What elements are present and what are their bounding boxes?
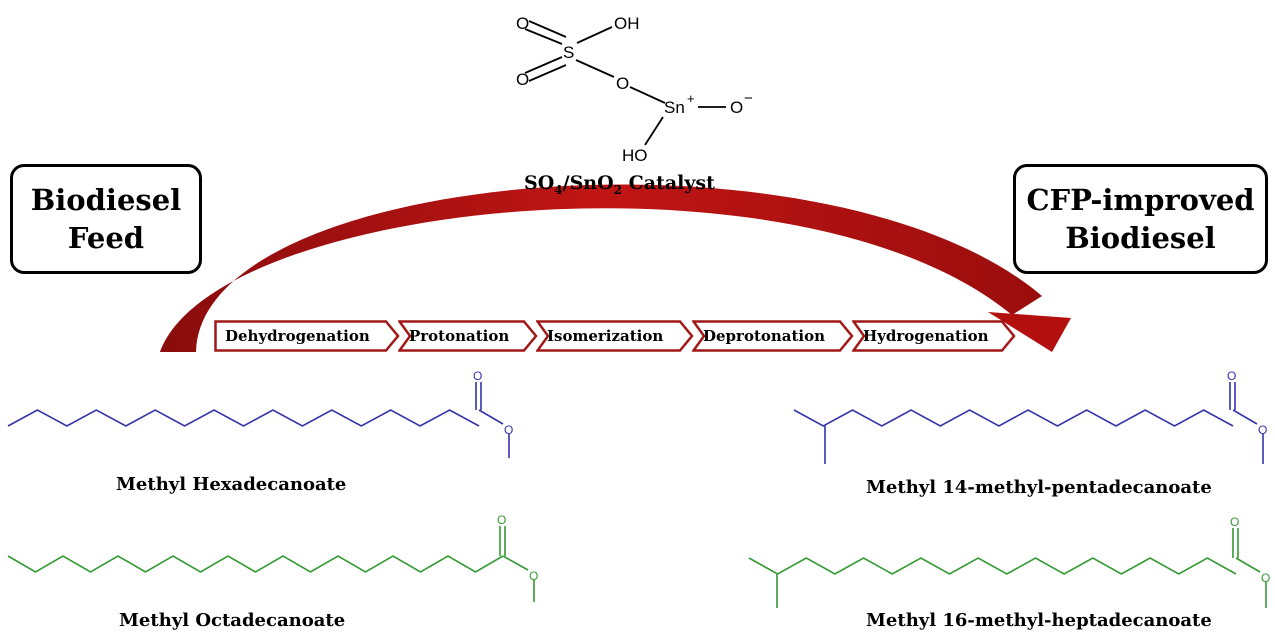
arrow-head xyxy=(988,312,1071,352)
atom-o-left: O xyxy=(516,70,529,89)
step-label: Dehydrogenation xyxy=(225,327,370,345)
step-label: Deprotonation xyxy=(703,327,826,345)
atom-o: O xyxy=(504,423,513,437)
step-deprotonation: Deprotonation xyxy=(692,320,854,352)
cfp-improved-biodiesel-box: CFP-improved Biodiesel xyxy=(1013,164,1268,274)
atom-o-bridge: O xyxy=(616,74,629,93)
molecule-methyl-octadecanoate: O O xyxy=(7,513,538,602)
arrow-body xyxy=(160,184,1042,352)
atom-o: O xyxy=(529,569,538,583)
atom-o: O xyxy=(1230,515,1239,529)
atom-o: O xyxy=(1227,369,1236,383)
atom-o-charge: − xyxy=(744,90,753,107)
catalyst-structure: O OH S O O Sn + O − HO xyxy=(516,14,753,165)
atom-ho: HO xyxy=(622,146,648,165)
label-methyl-16-methyl-heptadecanoate: Methyl 16-methyl-heptadecanoate xyxy=(866,610,1212,631)
label-methyl-14-methyl-pentadecanoate: Methyl 14-methyl-pentadecanoate xyxy=(866,477,1212,498)
atom-oh-top: OH xyxy=(614,14,640,33)
step-label: Hydrogenation xyxy=(863,327,989,345)
atom-sn-charge: + xyxy=(687,91,695,106)
atom-o: O xyxy=(1258,423,1267,437)
step-label: Isomerization xyxy=(547,327,664,345)
product-box-line2: Biodiesel xyxy=(1065,221,1216,255)
step-label: Protonation xyxy=(409,327,510,345)
feed-box-line2: Feed xyxy=(67,221,145,255)
step-protonation: Protonation xyxy=(398,320,538,352)
atom-o-top: O xyxy=(516,14,529,33)
label-methyl-hexadecanoate: Methyl Hexadecanoate xyxy=(116,474,347,495)
molecule-methyl-14-methyl-pentadecanoate: O O xyxy=(793,369,1267,464)
step-isomerization: Isomerization xyxy=(536,320,694,352)
atom-o: O xyxy=(497,513,506,527)
atom-sn: Sn xyxy=(664,98,685,117)
step-dehydrogenation: Dehydrogenation xyxy=(214,320,400,352)
atom-o: O xyxy=(1261,571,1270,585)
feed-box-line1: Biodiesel xyxy=(30,183,182,217)
molecule-methyl-16-methyl-heptadecanoate: O O xyxy=(748,515,1270,608)
atom-o: O xyxy=(473,369,482,383)
catalyst-label: SO4/SnO2 Catalyst xyxy=(524,172,715,197)
atom-s: S xyxy=(563,43,574,62)
biodiesel-feed-box: Biodiesel Feed xyxy=(10,164,202,274)
step-hydrogenation: Hydrogenation xyxy=(852,320,1016,352)
atom-o-right: O xyxy=(730,98,743,117)
molecule-methyl-hexadecanoate: O O xyxy=(7,369,513,458)
label-methyl-octadecanoate: Methyl Octadecanoate xyxy=(119,610,346,631)
product-box-line1: CFP-improved xyxy=(1026,183,1255,217)
